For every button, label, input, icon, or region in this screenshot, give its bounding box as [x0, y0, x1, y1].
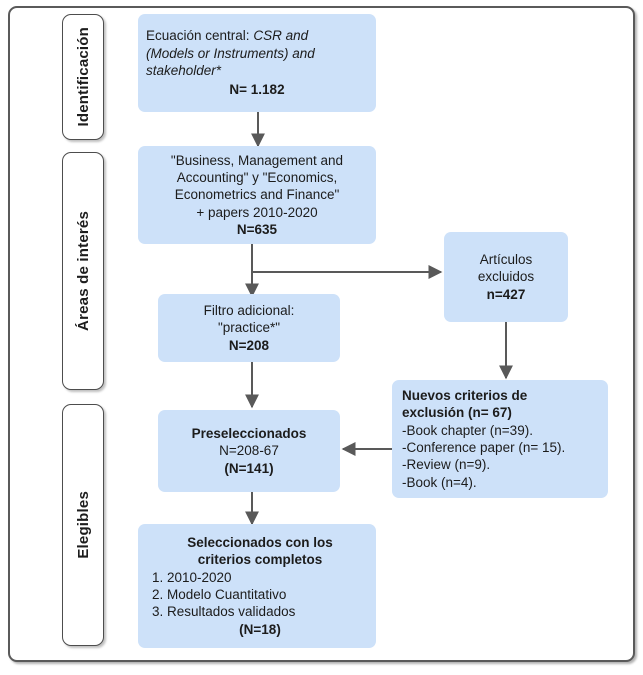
seleccionados-count: (N=18)	[239, 621, 281, 637]
criterios-item-4: -Book (n=4).	[402, 474, 477, 490]
criterios-title-2: exclusión (n= 67)	[402, 405, 512, 421]
node-preseleccionados: Preseleccionados N=208-67 (N=141)	[158, 410, 340, 492]
criterios-item-3: -Review (n=9).	[402, 457, 491, 473]
filtro-line-1: Filtro adicional:	[203, 303, 295, 319]
seleccionados-title-1: Seleccionados con los	[187, 535, 333, 551]
areas-line-2: Accounting" y "Economics,	[176, 170, 338, 186]
stage-label-elegibles: Elegibles	[74, 491, 92, 559]
stage-box-identificacion: Identificación	[62, 14, 104, 140]
ecuacion-term-2: (Models or Instruments) and	[146, 45, 315, 61]
preseleccionados-calc: N=208-67	[219, 443, 279, 459]
criterios-title-1: Nuevos criterios de	[402, 388, 528, 404]
filtro-count: N=208	[228, 337, 270, 353]
areas-line-1: "Business, Management and	[170, 152, 344, 168]
node-seleccionados: Seleccionados con los criterios completo…	[138, 524, 376, 648]
node-nuevos-criterios: Nuevos criterios de exclusión (n= 67) -B…	[392, 380, 608, 498]
seleccionados-item-1: 1. 2010-2020	[152, 569, 232, 585]
excluidos-line-1: Artículos	[479, 252, 533, 268]
filtro-line-2: "practice*"	[217, 320, 281, 336]
ecuacion-term-3: stakeholder*	[146, 63, 222, 78]
stage-box-areas-de-interes: Áreas de interés	[62, 152, 104, 390]
preseleccionados-count: (N=141)	[224, 460, 274, 476]
stage-label-areas-de-interes: Áreas de interés	[74, 211, 92, 331]
stage-box-elegibles: Elegibles	[62, 404, 104, 646]
areas-count: N=635	[236, 221, 278, 237]
seleccionados-item-2: 2. Modelo Cuantitativo	[152, 587, 287, 602]
node-ecuacion-central: Ecuación central: CSR and (Models or Ins…	[138, 14, 376, 112]
areas-line-3: Econometrics and Finance"	[174, 187, 340, 203]
seleccionados-item-3: 3. Resultados validados	[152, 604, 296, 620]
node-filtro-adicional: Filtro adicional: "practice*" N=208	[158, 294, 340, 362]
ecuacion-label: Ecuación central:	[146, 28, 250, 44]
node-articulos-excluidos: Artículos excluidos n=427	[444, 232, 568, 322]
stage-label-identificacion: Identificación	[74, 27, 92, 127]
seleccionados-title-2: criterios completos	[197, 552, 323, 568]
ecuacion-term-1: CSR and	[253, 28, 309, 44]
criterios-item-2: -Conference paper (n= 15).	[402, 440, 566, 455]
node-areas-interes: "Business, Management and Accounting" y …	[138, 146, 376, 244]
areas-line-4: + papers 2010-2020	[196, 204, 318, 220]
ecuacion-count: N= 1.182	[229, 82, 285, 98]
excluidos-count: n=427	[486, 286, 526, 302]
excluidos-line-2: excluidos	[477, 269, 535, 285]
criterios-item-1: -Book chapter (n=39).	[402, 422, 533, 438]
preseleccionados-title: Preseleccionados	[191, 426, 307, 442]
